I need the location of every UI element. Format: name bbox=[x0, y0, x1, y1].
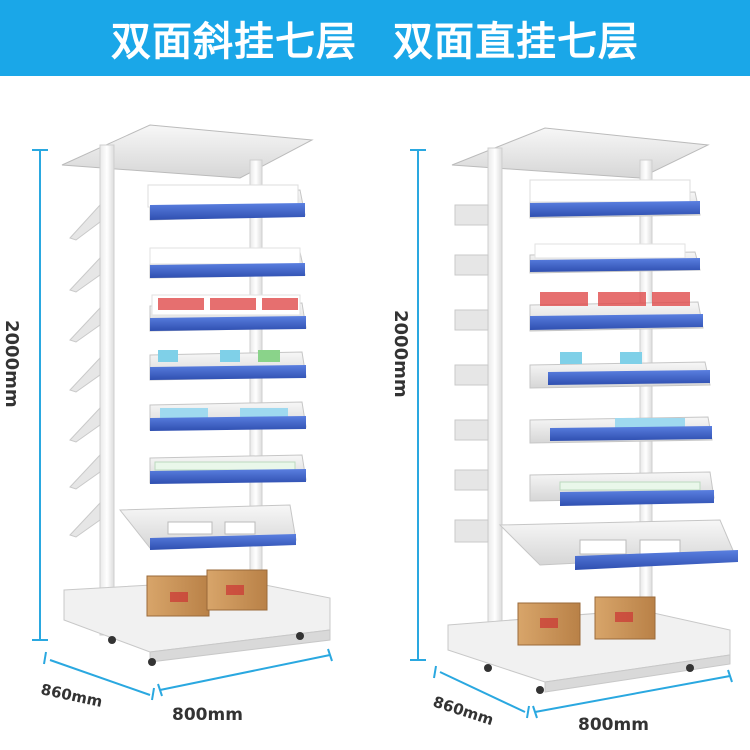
right-height-dimension bbox=[410, 149, 426, 661]
right-tier bbox=[529, 243, 701, 274]
left-front-upright bbox=[99, 144, 115, 636]
left-depth-dimension bbox=[43, 651, 155, 701]
right-width-label: 800mm bbox=[578, 715, 649, 735]
right-front-upright bbox=[487, 147, 503, 649]
left-tier bbox=[118, 504, 297, 550]
right-width-dimension bbox=[532, 669, 733, 719]
right-tier bbox=[498, 519, 738, 570]
left-tier bbox=[149, 350, 307, 381]
left-width-dimension bbox=[157, 648, 333, 697]
right-tier bbox=[529, 471, 715, 506]
left-height-label: 2000mm bbox=[1, 320, 22, 408]
left-tiers bbox=[118, 184, 307, 550]
right-wings bbox=[454, 204, 489, 543]
left-tier bbox=[149, 247, 306, 279]
left-wings bbox=[69, 203, 101, 538]
left-boxes bbox=[146, 569, 268, 617]
left-depth-label: 860mm bbox=[39, 680, 104, 711]
left-height-dimension bbox=[32, 149, 48, 641]
left-width-label: 800mm bbox=[172, 705, 243, 725]
right-rack: 2000mm bbox=[390, 127, 738, 735]
title-banner: 双面斜挂七层 双面直挂七层 bbox=[0, 0, 750, 76]
left-tier bbox=[149, 454, 307, 484]
left-tier bbox=[149, 294, 307, 332]
left-tier bbox=[147, 184, 306, 221]
right-height-label: 2000mm bbox=[390, 310, 411, 398]
right-tiers bbox=[498, 179, 738, 570]
right-tier bbox=[529, 292, 704, 332]
left-title: 双面斜挂七层 bbox=[111, 19, 357, 65]
right-depth-dimension bbox=[433, 665, 530, 719]
right-boxes bbox=[517, 596, 656, 646]
right-tier bbox=[529, 416, 713, 444]
left-tier bbox=[149, 401, 307, 431]
right-tier bbox=[529, 352, 711, 389]
right-depth-label: 860mm bbox=[431, 693, 496, 729]
right-title: 双面直挂七层 bbox=[393, 19, 639, 65]
right-tier bbox=[529, 179, 701, 219]
left-rack: 2000mm bbox=[1, 124, 333, 725]
